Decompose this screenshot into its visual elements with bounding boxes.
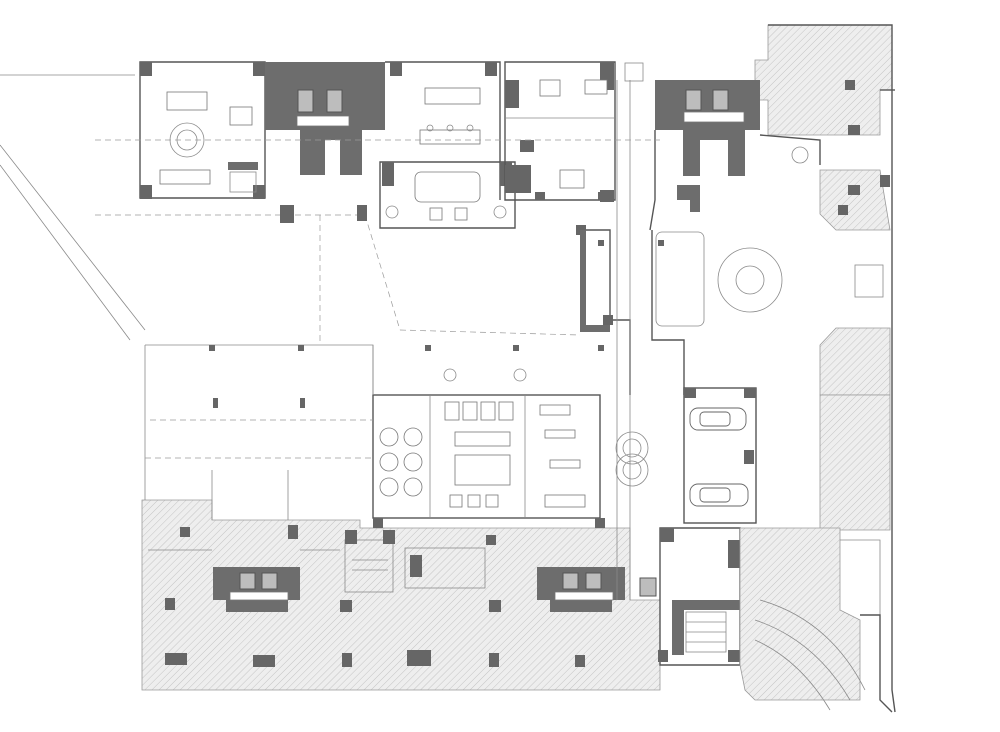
elevator-core-se [537, 567, 625, 612]
east-wing [717, 24, 896, 713]
central-courtyard [0, 74, 604, 500]
north-lounges [95, 61, 660, 229]
parking-bays [683, 387, 757, 524]
service-rooms [344, 530, 496, 593]
elevator-core-sw [213, 567, 300, 612]
elevator-core-ne [649, 80, 821, 231]
residential-lobby [576, 80, 705, 600]
lobby-walls [148, 470, 340, 551]
fitness-room [372, 394, 649, 528]
